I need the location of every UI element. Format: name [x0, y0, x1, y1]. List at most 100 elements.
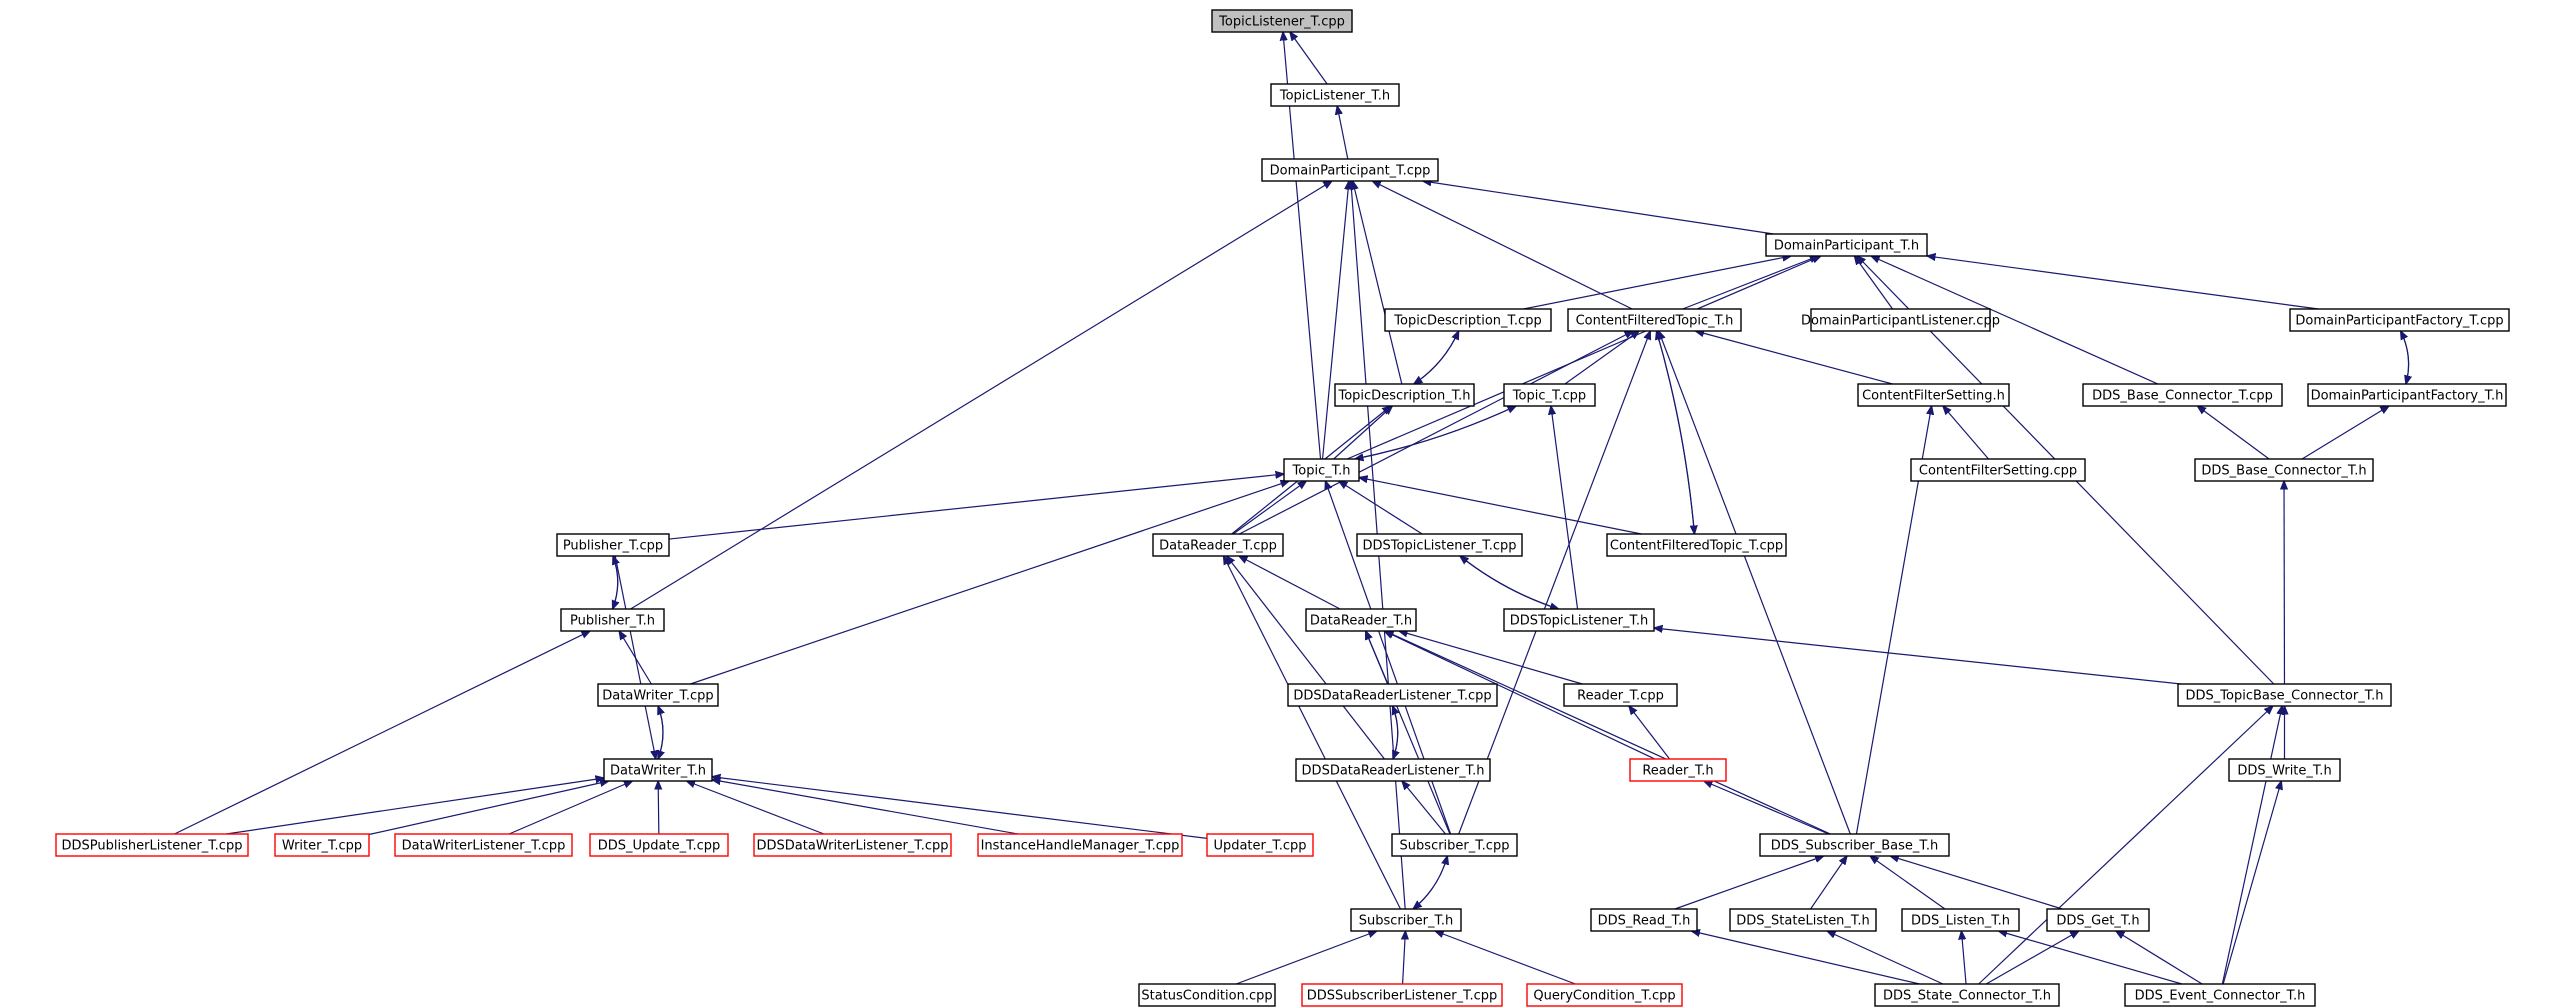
node-domainparticipantfactory-t-cpp[interactable]: DomainParticipantFactory_T.cpp	[2289, 308, 2510, 332]
node-box	[1384, 308, 1552, 332]
edge-contentfiltersetting-h-to-contentfilteredtopic-t-h	[1695, 331, 1893, 385]
edge-dds-event-connector-t-h-to-dds-write-t-h	[2222, 781, 2281, 985]
node-box	[1270, 83, 1400, 107]
edge-instancehandlemanager-t-cpp-to-datawriter-t-h	[712, 780, 1019, 835]
node-box	[2124, 983, 2316, 1007]
node-label: QueryCondition_T.cpp	[1533, 989, 1675, 1004]
edge-reader-t-h-to-reader-t-cpp	[1629, 706, 1671, 760]
node-ddspublisherlistener-t-cpp[interactable]: DDSPublisherListener_T.cpp	[55, 833, 249, 857]
node-box	[589, 833, 729, 857]
edge-domainparticipant-t-h-to-domainparticipant-t-cpp	[1423, 181, 1774, 235]
node-box	[753, 833, 952, 857]
node-ddsdatareaderlistener-t-h[interactable]: DDSDataReaderListener_T.h	[1295, 758, 1491, 782]
node-dds-read-t-h[interactable]: DDS_Read_T.h	[1590, 908, 1698, 932]
node-updater-t-cpp[interactable]: Updater_T.cpp	[1206, 833, 1314, 857]
node-label: Reader_T.h	[1642, 764, 1713, 779]
node-label: Subscriber_T.cpp	[1400, 839, 1510, 854]
node-label: DDS_Get_T.h	[2056, 914, 2139, 929]
node-publisher-t-cpp[interactable]: Publisher_T.cpp	[556, 533, 670, 557]
node-datareader-t-h[interactable]: DataReader_T.h	[1305, 608, 1417, 632]
node-domainparticipantfactory-t-h[interactable]: DomainParticipantFactory_T.h	[2307, 383, 2507, 407]
node-box	[1295, 758, 1491, 782]
node-dds-write-t-h[interactable]: DDS_Write_T.h	[2228, 758, 2341, 782]
edge-dds-event-connector-t-h-to-dds-listen-t-h	[1999, 931, 2183, 985]
node-topic-t-cpp[interactable]: Topic_T.cpp	[1503, 383, 1596, 407]
node-domainparticipantlistener-cpp[interactable]: DomainParticipantListener.cpp	[1801, 308, 2000, 332]
node-label: ContentFilteredTopic_T.h	[1576, 314, 1734, 329]
edge-topicdescription-t-cpp-to-domainparticipant-t-h	[1523, 256, 1791, 310]
node-contentfiltersetting-cpp[interactable]: ContentFilterSetting.cpp	[1910, 458, 2086, 482]
edge-ddsdatareaderlistener-t-cpp-to-ddsdatareaderlistener-t-h	[1392, 705, 1398, 759]
node-box	[2307, 383, 2507, 407]
edge-writer-t-cpp-to-datawriter-t-h	[368, 781, 609, 836]
node-topiclistener-t-h[interactable]: TopicListener_T.h	[1270, 83, 1400, 107]
node-box	[55, 833, 249, 857]
node-topicdescription-t-cpp[interactable]: TopicDescription_T.cpp	[1384, 308, 1552, 332]
node-dds-listen-t-h[interactable]: DDS_Listen_T.h	[1901, 908, 2020, 932]
edge-contentfilteredtopic-t-h-to-contentfilteredtopic-t-cpp	[1655, 330, 1695, 534]
edge-contentfilteredtopic-t-cpp-to-contentfilteredtopic-t-h	[1657, 331, 1696, 535]
edge-dds-subscriber-base-t-h-to-contentfilteredtopic-t-h	[1659, 331, 1851, 835]
node-label: DataWriter_T.cpp	[602, 689, 713, 704]
node-label: TopicDescription_T.cpp	[1393, 314, 1541, 329]
node-datareader-t-cpp[interactable]: DataReader_T.cpp	[1152, 533, 1284, 557]
node-box	[1206, 833, 1314, 857]
node-dds-base-connector-t-h[interactable]: DDS_Base_Connector_T.h	[2194, 458, 2374, 482]
node-box	[1391, 833, 1518, 857]
node-box	[1765, 233, 1928, 257]
node-topiclistener-t-cpp[interactable]: TopicListener_T.cpp	[1211, 9, 1353, 33]
node-domainparticipant-t-h[interactable]: DomainParticipant_T.h	[1765, 233, 1928, 257]
edge-ddstopiclistener-t-cpp-to-topic-t-h	[1339, 481, 1423, 535]
node-topicdescription-t-h[interactable]: TopicDescription_T.h	[1334, 383, 1475, 407]
edge-subscriber-t-cpp-to-topic-t-h	[1325, 481, 1452, 835]
node-label: DDSSubscriberListener_T.cpp	[1307, 989, 1497, 1004]
node-ddstopiclistener-t-h[interactable]: DDSTopicListener_T.h	[1503, 608, 1655, 632]
node-instancehandlemanager-t-cpp[interactable]: InstanceHandleManager_T.cpp	[977, 833, 1183, 857]
node-ddssubscriberlistener-t-cpp[interactable]: DDSSubscriberListener_T.cpp	[1301, 983, 1503, 1007]
edge-dds-state-connector-t-h-to-dds-listen-t-h	[1961, 931, 1967, 985]
node-dds-state-connector-t-h[interactable]: DDS_State_Connector_T.h	[1874, 983, 2060, 1007]
node-publisher-t-h[interactable]: Publisher_T.h	[560, 608, 665, 632]
node-writer-t-cpp[interactable]: Writer_T.cpp	[274, 833, 370, 857]
node-datawriter-t-h[interactable]: DataWriter_T.h	[603, 758, 713, 782]
node-reader-t-h[interactable]: Reader_T.h	[1629, 758, 1727, 782]
node-contentfiltersetting-h[interactable]: ContentFilterSetting.h	[1857, 383, 2010, 407]
node-box	[394, 833, 573, 857]
node-dds-get-t-h[interactable]: DDS_Get_T.h	[2046, 908, 2150, 932]
node-label: Publisher_T.h	[570, 614, 655, 629]
node-dds-base-connector-t-cpp[interactable]: DDS_Base_Connector_T.cpp	[2082, 383, 2283, 407]
node-datawriter-t-cpp[interactable]: DataWriter_T.cpp	[597, 683, 719, 707]
node-dds-event-connector-t-h[interactable]: DDS_Event_Connector_T.h	[2124, 983, 2316, 1007]
edge-subscriber-t-cpp-to-ddsdatareaderlistener-t-h	[1402, 781, 1446, 835]
node-subscriber-t-h[interactable]: Subscriber_T.h	[1350, 908, 1462, 932]
node-box	[1874, 983, 2060, 1007]
node-contentfilteredtopic-t-cpp[interactable]: ContentFilteredTopic_T.cpp	[1606, 533, 1787, 557]
node-ddsdatareaderlistener-t-cpp[interactable]: DDSDataReaderListener_T.cpp	[1287, 683, 1498, 707]
node-box	[603, 758, 713, 782]
node-domainparticipant-t-cpp[interactable]: DomainParticipant_T.cpp	[1261, 158, 1439, 182]
node-ddstopiclistener-t-cpp[interactable]: DDSTopicListener_T.cpp	[1356, 533, 1523, 557]
edge-domainparticipantfactory-t-cpp-to-domainparticipantfactory-t-h	[2400, 330, 2409, 384]
node-box	[1590, 908, 1698, 932]
node-dds-topicbase-connector-t-h[interactable]: DDS_TopicBase_Connector_T.h	[2177, 683, 2392, 707]
node-querycondition-t-cpp[interactable]: QueryCondition_T.cpp	[1526, 983, 1683, 1007]
edge-datareader-t-h-to-datareader-t-cpp	[1239, 556, 1341, 610]
node-label: DDSPublisherListener_T.cpp	[62, 839, 243, 854]
node-dds-subscriber-base-t-h[interactable]: DDS_Subscriber_Base_T.h	[1759, 833, 1950, 857]
node-dds-update-t-cpp[interactable]: DDS_Update_T.cpp	[589, 833, 729, 857]
node-dds-statelisten-t-h[interactable]: DDS_StateListen_T.h	[1729, 908, 1877, 932]
edge-datawriterlistener-t-cpp-to-datawriter-t-h	[508, 781, 632, 835]
node-topic-t-h[interactable]: Topic_T.h	[1283, 458, 1360, 482]
node-ddsdatawriterlistener-t-cpp[interactable]: DDSDataWriterListener_T.cpp	[753, 833, 952, 857]
node-contentfilteredtopic-t-h[interactable]: ContentFilteredTopic_T.h	[1567, 308, 1742, 332]
node-label: Reader_T.cpp	[1577, 689, 1664, 704]
node-datawriterlistener-t-cpp[interactable]: DataWriterListener_T.cpp	[394, 833, 573, 857]
node-box	[2177, 683, 2392, 707]
node-reader-t-cpp[interactable]: Reader_T.cpp	[1563, 683, 1678, 707]
node-subscriber-t-cpp[interactable]: Subscriber_T.cpp	[1391, 833, 1518, 857]
edge-reader-t-h-to-datareader-t-h	[1384, 631, 1656, 760]
edge-datareader-t-cpp-to-contentfilteredtopic-t-h	[1239, 331, 1633, 535]
node-box	[1211, 9, 1353, 33]
node-statuscondition-cpp[interactable]: StatusCondition.cpp	[1138, 983, 1276, 1007]
edge-topic-t-h-to-domainparticipant-t-h	[1346, 256, 1821, 460]
